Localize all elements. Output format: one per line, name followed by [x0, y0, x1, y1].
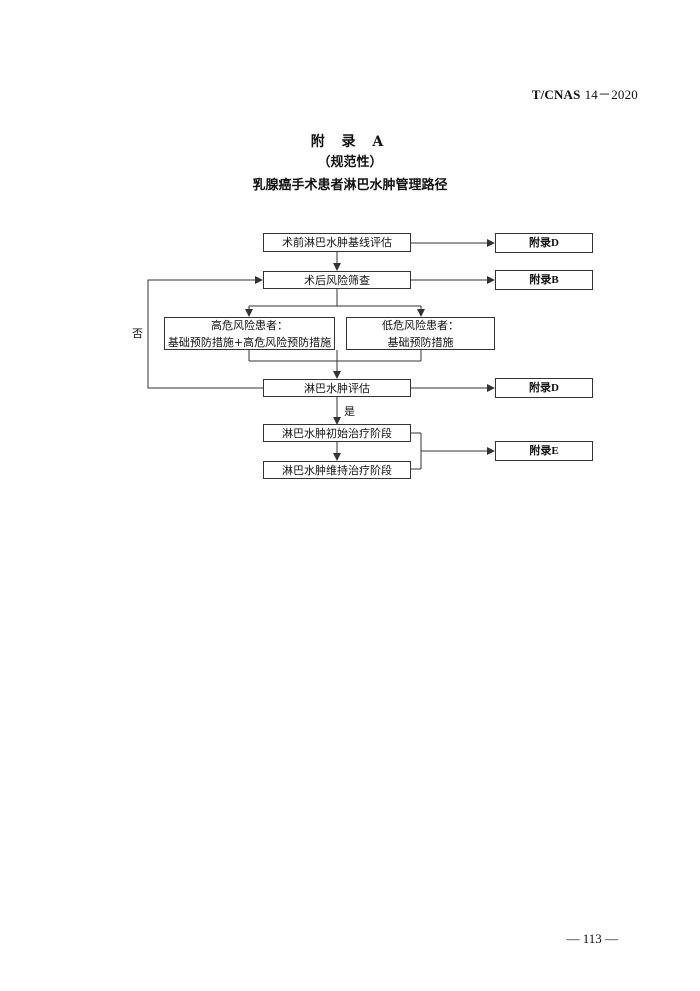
- high-risk-line2: 基础预防措施+高危风险预防措施: [167, 335, 332, 349]
- standard-number: 14－2020: [584, 87, 638, 102]
- standard-code: T/CNAS: [531, 87, 581, 102]
- high-risk-line1: 高危风险患者：: [211, 318, 288, 332]
- appendix-subtitle: （规范性）: [317, 155, 383, 170]
- maintenance-treatment-box: 淋巴水肿维持治疗阶段: [263, 461, 411, 479]
- appendix-e-box: 附录E: [495, 441, 593, 461]
- appendix-d-box-2: 附录D: [495, 378, 593, 398]
- edema-eval-text: 淋巴水肿评估: [304, 381, 370, 395]
- maintenance-treatment-text: 淋巴水肿维持治疗阶段: [282, 463, 392, 477]
- appendix-b-text: 附录B: [529, 273, 559, 286]
- appendix-name: 乳腺癌手术患者淋巴水肿管理路径: [252, 178, 448, 193]
- initial-treatment-text: 淋巴水肿初始治疗阶段: [282, 426, 392, 440]
- baseline-eval-box: 术前淋巴水肿基线评估: [263, 233, 411, 252]
- low-risk-line2: 基础预防措施: [387, 335, 454, 349]
- high-risk-box: 高危风险患者： 基础预防措施+高危风险预防措施: [164, 317, 335, 350]
- page-number: — 113 —: [566, 931, 618, 946]
- appendix-d-text-2: 附录D: [529, 381, 559, 394]
- no-label: 否: [132, 327, 143, 340]
- appendix-d-text-1: 附录D: [529, 236, 559, 249]
- edema-eval-box: 淋巴水肿评估: [263, 379, 411, 397]
- initial-treatment-box: 淋巴水肿初始治疗阶段: [263, 424, 411, 442]
- loop-no-back-to-screening: [147, 276, 263, 389]
- postop-screen-box: 术后风险筛查: [263, 271, 411, 289]
- appendix-d-box-1: 附录D: [495, 233, 593, 253]
- low-risk-line1: 低危风险患者：: [382, 318, 459, 332]
- low-risk-box: 低危风险患者： 基础预防措施: [346, 317, 495, 350]
- appendix-b-box: 附录B: [495, 270, 593, 290]
- appendix-title: 附 录 A: [310, 134, 390, 150]
- baseline-eval-text: 术前淋巴水肿基线评估: [282, 236, 392, 249]
- postop-screen-text: 术后风险筛查: [304, 273, 370, 287]
- yes-label: 是: [344, 405, 355, 418]
- appendix-e-text: 附录E: [529, 444, 559, 457]
